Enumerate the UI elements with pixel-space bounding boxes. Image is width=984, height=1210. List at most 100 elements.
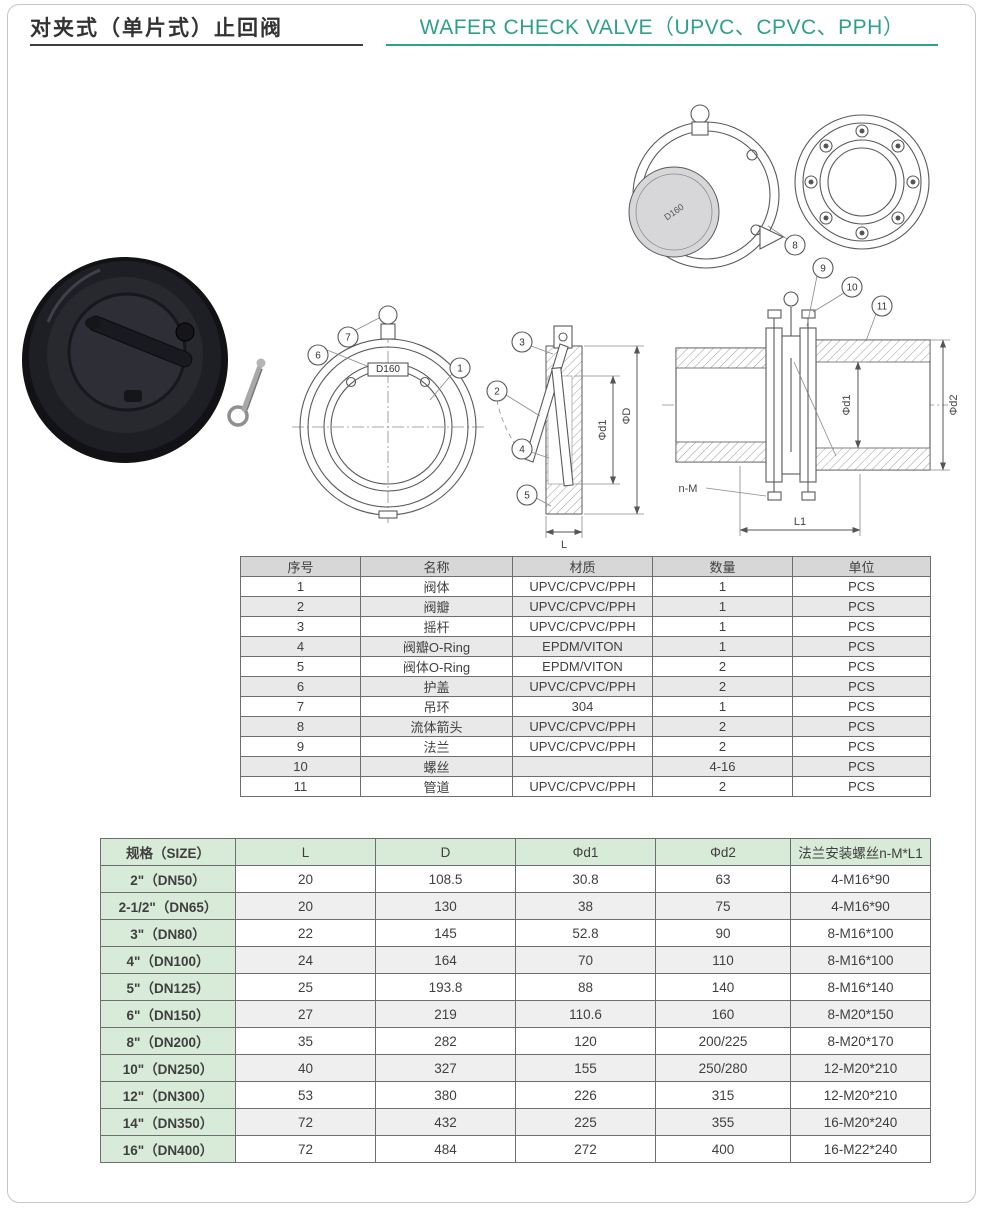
- table-cell: PCS: [792, 616, 931, 637]
- table-cell: 11: [240, 776, 361, 797]
- table-cell: 35: [235, 1027, 376, 1055]
- table-cell: PCS: [792, 636, 931, 657]
- svg-text:3: 3: [519, 338, 525, 349]
- table-cell: 432: [375, 1108, 516, 1136]
- table-cell: UPVC/CPVC/PPH: [512, 676, 653, 697]
- table-cell: 10"（DN250）: [100, 1054, 236, 1082]
- table-cell: PCS: [792, 756, 931, 777]
- table-cell: 225: [515, 1108, 656, 1136]
- table-cell: 6"（DN150）: [100, 1000, 236, 1028]
- column-header: 序号: [240, 556, 361, 577]
- table-cell: 吊环: [360, 696, 513, 717]
- table-cell: 1: [652, 616, 793, 637]
- callout-7: 7: [337, 317, 380, 348]
- table-cell: 25: [235, 973, 376, 1001]
- column-header: 名称: [360, 556, 513, 577]
- table-cell: 380: [375, 1081, 516, 1109]
- table-cell: 88: [515, 973, 656, 1001]
- table-cell: 1: [652, 576, 793, 597]
- table-cell: EPDM/VITON: [512, 636, 653, 657]
- flow-arrow-icon: [759, 225, 785, 250]
- flange-bolts: [804, 124, 920, 240]
- svg-text:8: 8: [792, 241, 798, 252]
- table-cell: 12"（DN300）: [100, 1081, 236, 1109]
- table-cell: 阀瓣: [360, 596, 513, 617]
- valve-swing-arm-photo: [87, 315, 193, 368]
- table-cell: 法兰: [360, 736, 513, 757]
- dim-phi-D: ΦD: [621, 408, 633, 425]
- table-cell: 2"（DN50）: [100, 865, 236, 893]
- table-cell: 2: [652, 716, 793, 737]
- table-cell: 40: [235, 1054, 376, 1082]
- table-cell: 16-M22*240: [790, 1135, 931, 1163]
- svg-text:11: 11: [877, 302, 888, 313]
- table-cell: 484: [375, 1135, 516, 1163]
- table-cell: 52.8: [515, 919, 656, 947]
- svg-text:2: 2: [494, 387, 500, 398]
- table-cell: 3: [240, 616, 361, 637]
- callout-2: 2: [486, 380, 541, 417]
- title-underline-cn: [30, 44, 363, 46]
- callout-11: 11: [865, 295, 893, 342]
- table-cell: 72: [235, 1108, 376, 1136]
- flange-left: [765, 327, 783, 483]
- lifting-ring-iso: [690, 104, 710, 124]
- table-cell: UPVC/CPVC/PPH: [512, 616, 653, 637]
- table-cell: [512, 756, 653, 777]
- flange-iso: [794, 114, 930, 250]
- table-cell: 4-M16*90: [790, 892, 931, 920]
- table-cell: 27: [235, 1000, 376, 1028]
- table-cell: 8-M20*170: [790, 1027, 931, 1055]
- table-cell: 螺丝: [360, 756, 513, 777]
- callout-9: 9: [806, 257, 834, 327]
- eyebolt-ring: [783, 291, 799, 307]
- column-header: 材质: [512, 556, 653, 577]
- assembly-drawing: Φd1 Φd2 n-M L1 8 9 10 11: [662, 225, 960, 536]
- table-cell: 8-M16*100: [790, 946, 931, 974]
- callout-10: 10: [812, 276, 863, 313]
- table-cell: 90: [655, 919, 791, 947]
- table-cell: 2-1/2"（DN65）: [100, 892, 236, 920]
- table-cell: EPDM/VITON: [512, 656, 653, 677]
- table-cell: 1: [652, 596, 793, 617]
- nameplate-tag: [367, 362, 409, 377]
- table-cell: 阀体: [360, 576, 513, 597]
- table-cell: 14"（DN350）: [100, 1108, 236, 1136]
- iso-view-drawing: D160: [628, 104, 930, 269]
- svg-text:7: 7: [345, 333, 351, 344]
- table-cell: 8: [240, 716, 361, 737]
- table-cell: 4-M16*90: [790, 865, 931, 893]
- table-cell: UPVC/CPVC/PPH: [512, 776, 653, 797]
- table-cell: 5: [240, 656, 361, 677]
- valve-disc-iso: [628, 166, 720, 258]
- table-cell: PCS: [792, 656, 931, 677]
- table-cell: 3"（DN80）: [100, 919, 236, 947]
- table-cell: 38: [515, 892, 656, 920]
- cover-screw-left: [345, 376, 357, 388]
- column-header: Φd2: [655, 838, 791, 866]
- table-cell: PCS: [792, 696, 931, 717]
- table-cell: PCS: [792, 716, 931, 737]
- table-cell: 4-16: [652, 756, 793, 777]
- svg-text:9: 9: [820, 264, 826, 275]
- table-cell: 250/280: [655, 1054, 791, 1082]
- table-cell: 1: [240, 576, 361, 597]
- svg-text:5: 5: [524, 491, 530, 502]
- cover-screw-right: [419, 376, 431, 388]
- table-cell: 8-M16*100: [790, 919, 931, 947]
- table-cell: 12-M20*210: [790, 1054, 931, 1082]
- table-cell: 30.8: [515, 865, 656, 893]
- svg-text:1: 1: [457, 364, 463, 375]
- pipe-right: [815, 339, 931, 471]
